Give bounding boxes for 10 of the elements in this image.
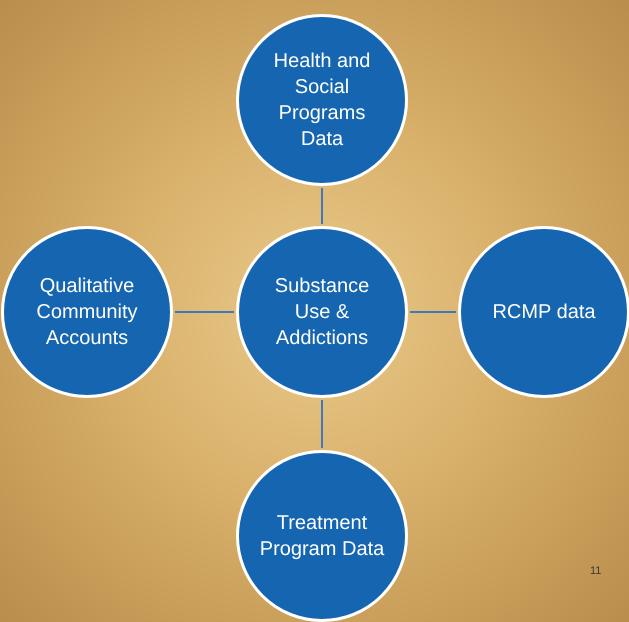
node-label: Substance Use & Addictions (274, 274, 370, 351)
connector-line (321, 188, 323, 224)
node-label: Qualitative Community Accounts (35, 274, 139, 351)
node-label: Treatment Program Data (259, 511, 385, 562)
node-label: RCMP data (492, 300, 596, 325)
connector-line (175, 311, 234, 313)
node-label: Health and Social Programs Data (272, 49, 372, 152)
page-number: 11 (590, 564, 602, 579)
connector-line (410, 311, 456, 313)
connector-line (321, 400, 323, 448)
